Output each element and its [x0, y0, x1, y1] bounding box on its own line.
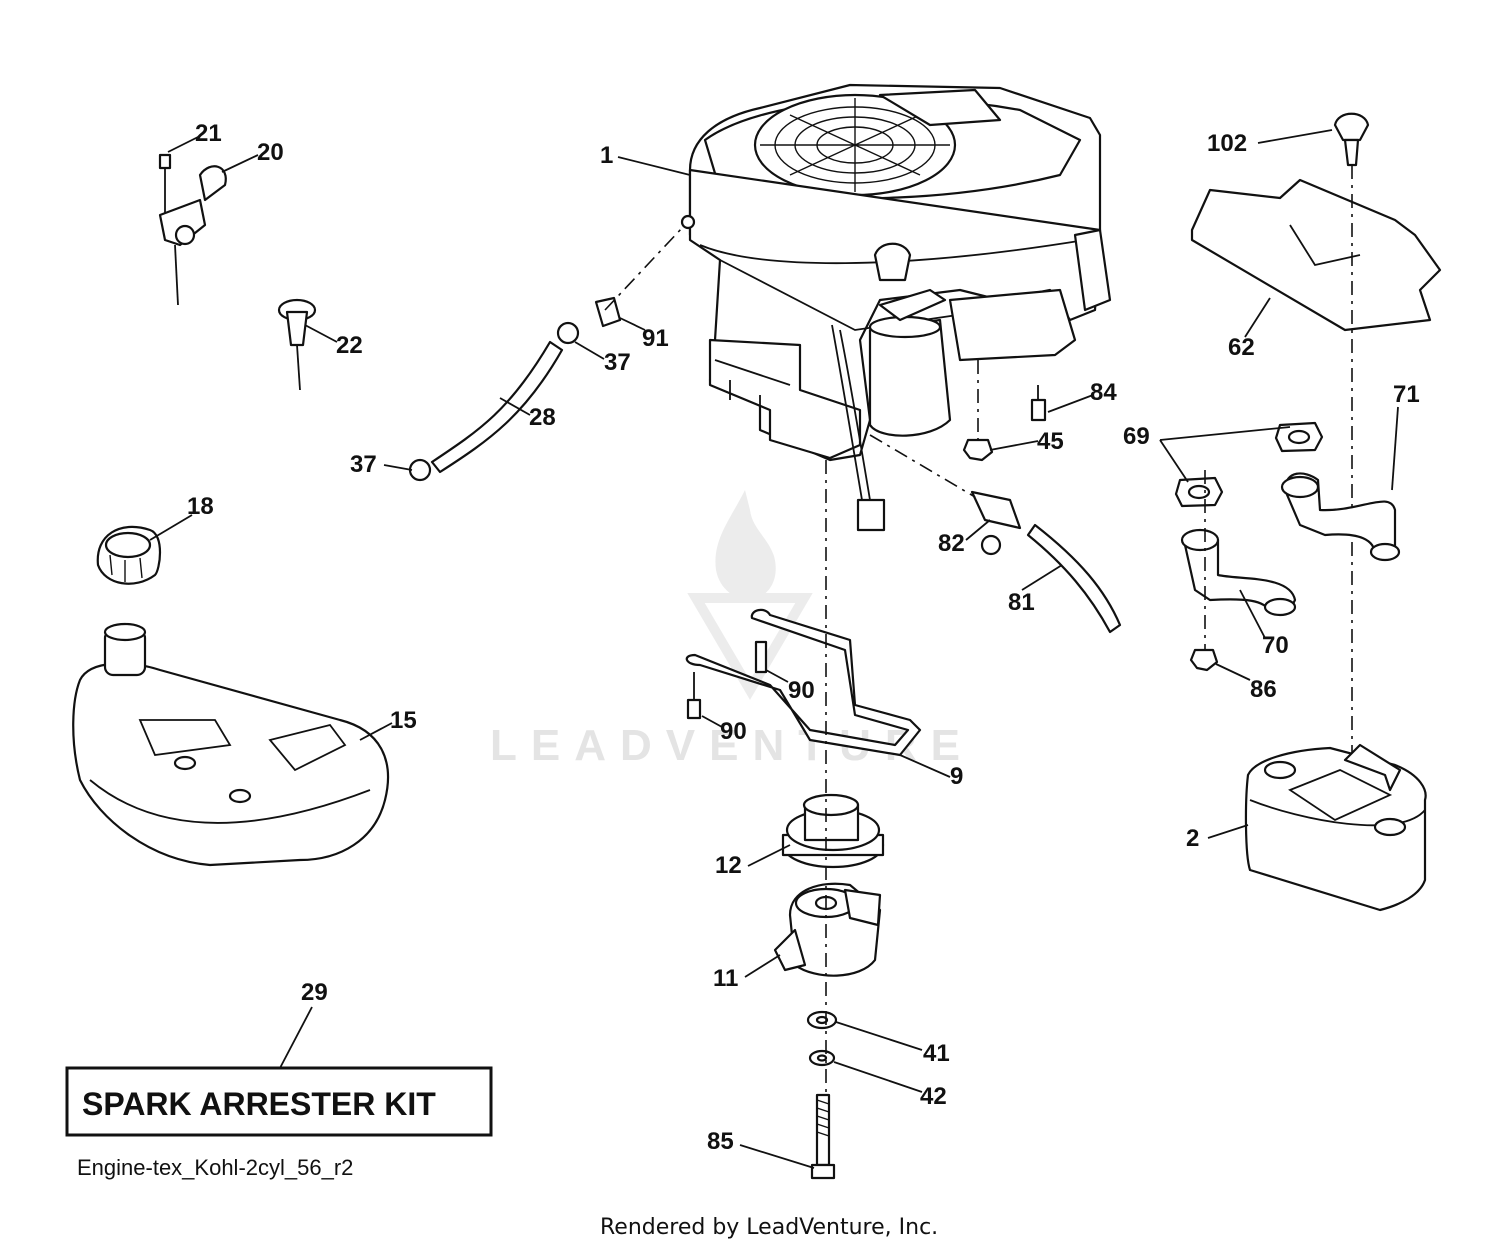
callout-71[interactable]: 71	[1393, 381, 1420, 408]
callout-12[interactable]: 12	[715, 852, 742, 879]
nut-45-part[interactable]	[962, 360, 994, 462]
callout-18[interactable]: 18	[187, 493, 214, 520]
fuel-cap-part[interactable]	[96, 525, 162, 585]
fuel-fitting-91	[594, 296, 622, 328]
callout-labels: 1 2 9 11 12 15 18 20 21 22 28 29 37 37 4…	[187, 120, 1420, 1155]
callout-20[interactable]: 20	[257, 139, 284, 166]
callout-70[interactable]: 70	[1262, 632, 1289, 659]
leader-lines	[149, 129, 1399, 1169]
callout-90-lower[interactable]: 90	[720, 718, 747, 745]
choke-knob-part[interactable]	[277, 298, 317, 391]
engine-part[interactable]	[680, 83, 1112, 532]
callout-86[interactable]: 86	[1250, 676, 1277, 703]
callout-1[interactable]: 1	[600, 142, 613, 169]
callout-82[interactable]: 82	[938, 530, 965, 557]
fuel-line-part[interactable]	[408, 227, 683, 482]
callout-102[interactable]: 102	[1207, 130, 1247, 157]
exhaust-pipe-71-part[interactable]	[1280, 472, 1401, 562]
footer-credit: Rendered by LeadVenture, Inc.	[600, 1215, 938, 1240]
bolt-84-part[interactable]	[1030, 385, 1047, 422]
diagram-code: Engine-tex_Kohl-2cyl_56_r2	[77, 1155, 353, 1180]
watermark: LEADVENTURE	[490, 490, 960, 770]
callout-11[interactable]: 11	[713, 965, 738, 992]
hose-clamp-upper	[556, 321, 580, 345]
spark-arrester-kit-label: SPARK ARRESTER KIT	[82, 1086, 436, 1122]
callout-84[interactable]: 84	[1090, 379, 1117, 406]
washer-42-part[interactable]	[808, 1049, 836, 1067]
callout-41[interactable]: 41	[923, 1040, 950, 1067]
callout-69[interactable]: 69	[1123, 423, 1150, 450]
nut-86-part[interactable]	[1189, 470, 1219, 672]
callout-90-upper[interactable]: 90	[788, 677, 815, 704]
callout-37-upper[interactable]: 37	[604, 349, 631, 376]
callout-29[interactable]: 29	[301, 979, 328, 1006]
hose-clamp-lower	[408, 458, 432, 482]
callout-81[interactable]: 81	[1008, 589, 1035, 616]
knob-102-part[interactable]	[1333, 112, 1370, 760]
bolt-85-part[interactable]	[810, 1093, 836, 1180]
muffler-part[interactable]	[1244, 743, 1427, 912]
gasket-69-part[interactable]	[1174, 421, 1324, 508]
washer-41-part[interactable]	[806, 1010, 838, 1030]
exhaust-pipe-70-part[interactable]	[1180, 528, 1297, 617]
callout-45[interactable]: 45	[1037, 428, 1064, 455]
pulley-part[interactable]	[781, 793, 885, 869]
callout-15[interactable]: 15	[390, 707, 417, 734]
callout-62[interactable]: 62	[1228, 334, 1255, 361]
spark-arrester-kit-box[interactable]: SPARK ARRESTER KIT	[65, 1066, 493, 1137]
harness-connector	[856, 498, 886, 532]
callout-21[interactable]: 21	[195, 120, 222, 147]
watermark-v-icon	[687, 593, 813, 700]
callout-9[interactable]: 9	[950, 763, 963, 790]
callout-91[interactable]: 91	[642, 325, 669, 352]
heat-shield-part[interactable]	[1190, 178, 1442, 332]
watermark-flame-icon	[715, 490, 776, 601]
clutch-part[interactable]	[773, 882, 882, 977]
callout-37-lower[interactable]: 37	[350, 451, 377, 478]
callout-22[interactable]: 22	[336, 332, 363, 359]
callout-2[interactable]: 2	[1186, 825, 1199, 852]
fuel-tank-part[interactable]	[72, 622, 390, 867]
throttle-control-part[interactable]	[158, 153, 227, 306]
callout-85[interactable]: 85	[707, 1128, 734, 1155]
hose-81	[1026, 523, 1122, 634]
callout-28[interactable]: 28	[529, 404, 556, 431]
callout-42[interactable]: 42	[920, 1083, 947, 1110]
fuel-pump-part[interactable]	[869, 434, 1122, 634]
belt-guide-part[interactable]	[685, 608, 922, 757]
